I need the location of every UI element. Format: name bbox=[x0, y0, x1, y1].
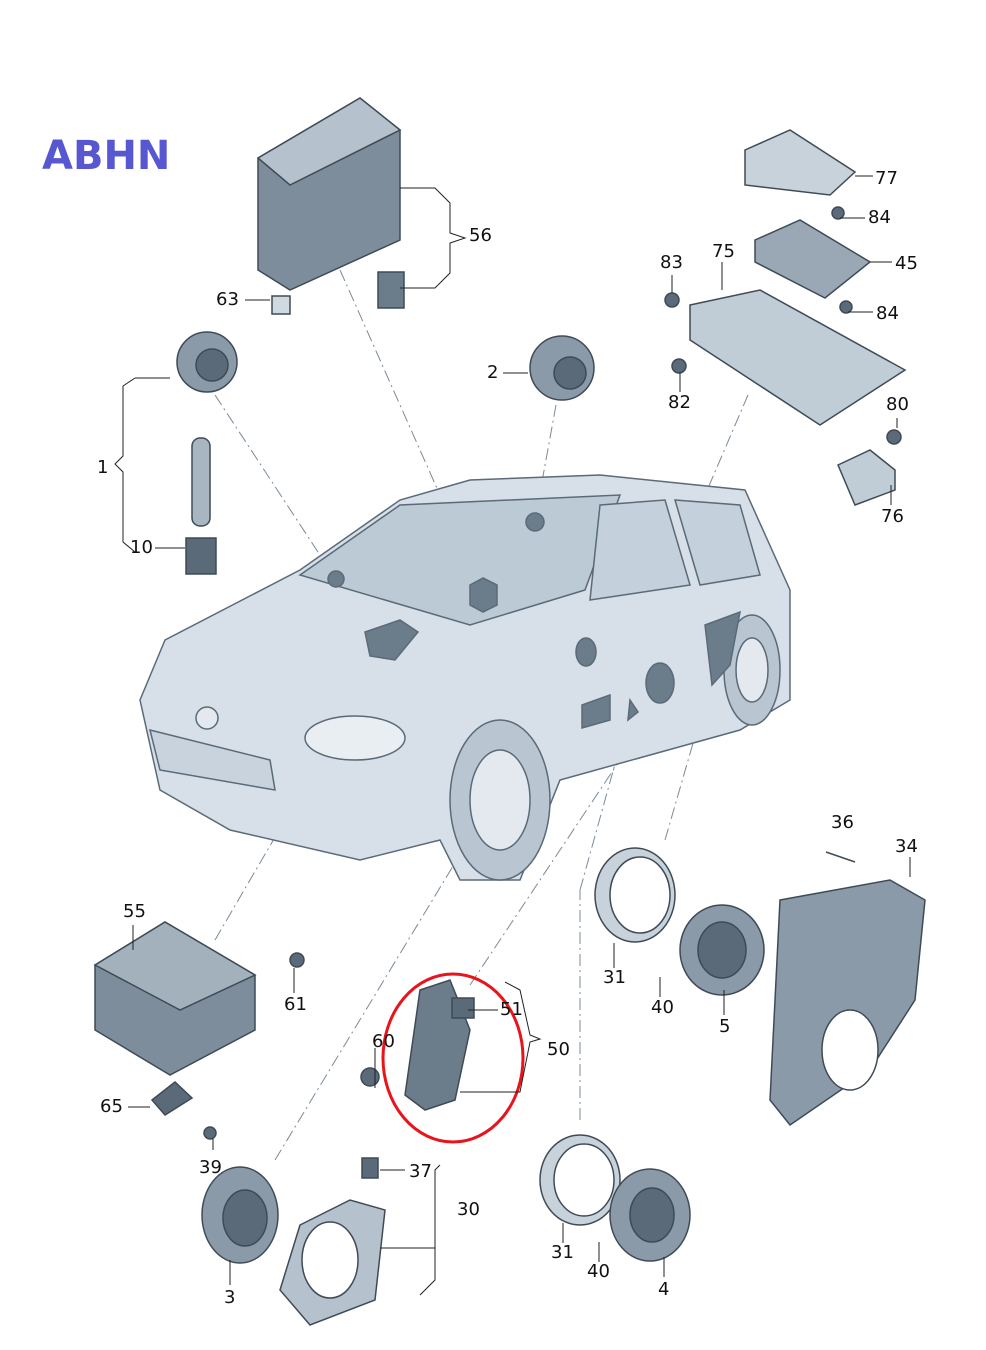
part-label-55: 55 bbox=[123, 901, 146, 922]
part-label-61: 61 bbox=[284, 994, 307, 1015]
ring-31a bbox=[594, 847, 676, 943]
part-label-80: 80 bbox=[886, 394, 909, 415]
part-label-84: 84 bbox=[876, 303, 899, 324]
cover-77 bbox=[744, 129, 857, 196]
diagram-code: ABHN bbox=[42, 133, 171, 179]
part-label-82: 82 bbox=[668, 392, 691, 413]
speaker-5 bbox=[679, 904, 765, 996]
tweeter-2 bbox=[529, 335, 595, 401]
part-label-31: 31 bbox=[551, 1242, 574, 1263]
part-label-10: 10 bbox=[130, 537, 153, 558]
part-label-76: 76 bbox=[881, 506, 904, 527]
part-label-51: 51 bbox=[500, 999, 523, 1020]
part-63 bbox=[271, 295, 291, 315]
car-illustration bbox=[139, 474, 791, 881]
part-label-63: 63 bbox=[216, 289, 239, 310]
part-label-40: 40 bbox=[587, 1261, 610, 1282]
bracket-30 bbox=[279, 1199, 386, 1326]
control-unit-50 bbox=[360, 979, 475, 1111]
part-label-40: 40 bbox=[651, 997, 674, 1018]
parts bbox=[93, 97, 926, 1326]
part-label-83: 83 bbox=[660, 252, 683, 273]
speaker-3 bbox=[201, 1166, 279, 1264]
part-label-84: 84 bbox=[868, 207, 891, 228]
part-label-56: 56 bbox=[469, 225, 492, 246]
door-trim-34 bbox=[769, 879, 926, 1127]
part-label-37: 37 bbox=[409, 1161, 432, 1182]
part-label-36: 36 bbox=[831, 812, 854, 833]
part-label-65: 65 bbox=[100, 1096, 123, 1117]
part-label-39: 39 bbox=[199, 1157, 222, 1178]
part-label-50: 50 bbox=[547, 1039, 570, 1060]
callout-lines bbox=[114, 175, 911, 1296]
part-label-1: 1 bbox=[97, 457, 109, 478]
radio-unit-56 bbox=[256, 97, 405, 309]
part-label-75: 75 bbox=[712, 241, 735, 262]
bracket-75 bbox=[689, 289, 907, 426]
part-label-34: 34 bbox=[895, 836, 918, 857]
amplifier-55 bbox=[93, 921, 257, 1076]
tweeter-1 bbox=[176, 331, 238, 575]
part-label-31: 31 bbox=[603, 967, 626, 988]
part-label-60: 60 bbox=[372, 1031, 395, 1052]
ring-31b bbox=[539, 1134, 621, 1226]
part-label-2: 2 bbox=[487, 362, 499, 383]
bracket-76 bbox=[837, 449, 896, 506]
part-label-45: 45 bbox=[895, 253, 918, 274]
part-65 bbox=[150, 1081, 194, 1116]
part-label-77: 77 bbox=[875, 168, 898, 189]
module-45 bbox=[754, 219, 872, 299]
part-label-30: 30 bbox=[457, 1199, 480, 1220]
part-label-5: 5 bbox=[719, 1016, 731, 1037]
part-label-3: 3 bbox=[224, 1287, 236, 1308]
speaker-4 bbox=[609, 1168, 691, 1262]
part-label-4: 4 bbox=[658, 1279, 670, 1300]
highlight-circle bbox=[381, 972, 525, 1144]
